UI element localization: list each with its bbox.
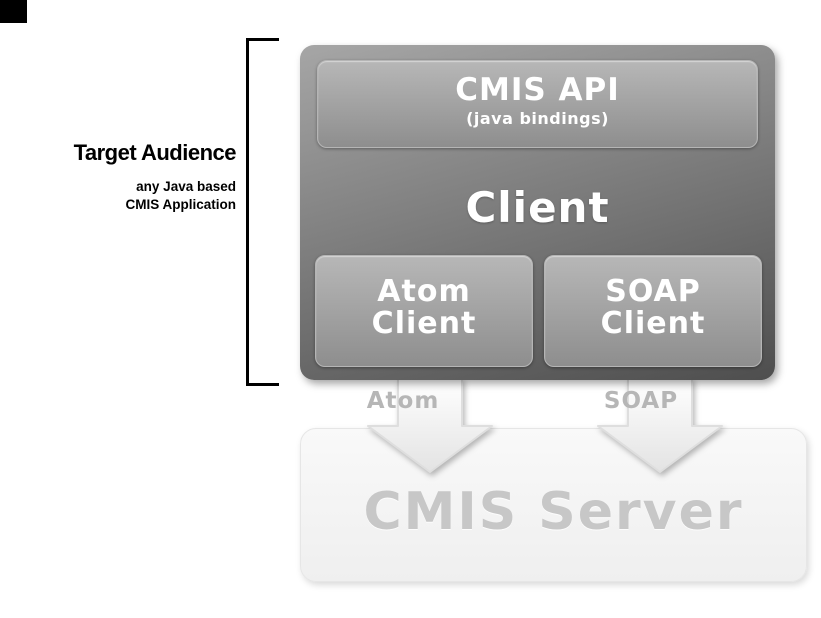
- target-audience-bracket-bottom-tick: [246, 383, 279, 386]
- atom-client-box: Atom Client: [315, 255, 533, 367]
- target-audience-bracket-line: [246, 38, 249, 386]
- atom-arrow-label: Atom: [366, 388, 440, 414]
- soap-arrow-label: SOAP: [603, 388, 679, 414]
- soap-client-line2: Client: [600, 306, 706, 342]
- target-audience-bracket-top-tick: [246, 38, 279, 41]
- cmis-server-box: CMIS Server: [300, 428, 807, 582]
- target-audience-subtitle-line1: any Java based: [136, 179, 236, 194]
- atom-client-line1: Atom: [377, 274, 471, 309]
- atom-arrow-icon: [367, 378, 493, 473]
- atom-client-line2: Client: [371, 306, 477, 342]
- soap-client-line1: SOAP: [605, 274, 701, 309]
- cmis-api-box: CMIS API (java bindings): [317, 60, 758, 148]
- target-audience-subtitle-line2: CMIS Application: [125, 197, 237, 213]
- client-box: CMIS API (java bindings) Client Atom Cli…: [300, 45, 775, 380]
- cmis-api-title: CMIS API: [455, 72, 620, 108]
- soap-client-box: SOAP Client: [544, 255, 762, 367]
- cmis-server-label: CMIS Server: [363, 482, 744, 542]
- soap-arrow-icon: [597, 378, 723, 473]
- client-label: Client: [465, 183, 610, 232]
- corner-mark: [0, 0, 27, 23]
- target-audience-title: Target Audience: [73, 140, 237, 165]
- target-audience-annotation: Target Audience any Java based CMIS Appl…: [18, 140, 237, 214]
- cmis-api-subtitle: (java bindings): [466, 108, 609, 128]
